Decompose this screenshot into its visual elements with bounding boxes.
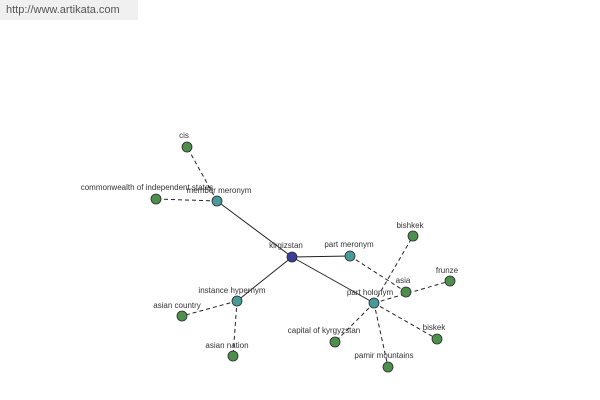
label-commonwealth: commonwealth of independent states xyxy=(81,183,214,192)
nodes xyxy=(150,141,456,373)
node-frunze[interactable] xyxy=(444,275,456,287)
label-asian-country: asian country xyxy=(153,301,201,310)
label-instance-hypernym: instance hypernym xyxy=(198,286,265,295)
node-part-holonym[interactable] xyxy=(368,297,380,309)
edge-kirgizstan-part-holonym xyxy=(291,256,375,304)
label-frunze: frunze xyxy=(436,266,459,275)
edge-part-holonym-bishkek xyxy=(373,235,414,304)
label-part-meronym: part meronym xyxy=(324,240,374,249)
node-commonwealth[interactable] xyxy=(150,193,162,205)
watermark-url: http://www.artikata.com xyxy=(0,0,138,20)
edge-instance-hypernym-asian-nation xyxy=(232,300,238,357)
node-member-meronym[interactable] xyxy=(211,195,223,207)
node-asian-country[interactable] xyxy=(176,310,188,322)
label-capital-of-kyrgyzstan: capital of kyrgyzstan xyxy=(288,326,360,335)
label-biskek: biskek xyxy=(423,323,447,332)
edge-instance-hypernym-asian-country xyxy=(181,300,238,317)
label-bishkek: bishkek xyxy=(396,221,424,230)
node-bishkek[interactable] xyxy=(407,230,419,242)
dashed-edges xyxy=(155,146,451,368)
edge-part-meronym-asia xyxy=(349,255,407,293)
label-kirgizstan: kirgizstan xyxy=(269,241,303,250)
edge-part-holonym-capital xyxy=(334,302,375,343)
label-cis: cis xyxy=(179,131,189,140)
edge-kirgizstan-part-meronym xyxy=(291,255,351,258)
labels: kirgizstan member meronym part meronym i… xyxy=(81,131,459,360)
edge-part-holonym-pamir xyxy=(373,302,389,368)
node-pamir-mountains[interactable] xyxy=(382,361,394,373)
edge-member-meronym-cis xyxy=(186,146,218,202)
node-biskek[interactable] xyxy=(431,333,443,345)
label-asian-nation: asian nation xyxy=(205,341,248,350)
solid-edges xyxy=(216,200,375,304)
node-asia[interactable] xyxy=(400,286,412,298)
node-capital-of-kyrgyzstan[interactable] xyxy=(329,336,341,348)
node-instance-hypernym[interactable] xyxy=(231,295,243,307)
node-part-meronym[interactable] xyxy=(344,250,356,262)
edge-kirgizstan-member-meronym xyxy=(216,200,293,258)
label-pamir-mountains: pamir mountains xyxy=(354,351,413,360)
label-asia: asia xyxy=(396,276,411,285)
label-part-holonym: part holonym xyxy=(347,288,394,297)
node-kirgizstan[interactable] xyxy=(286,251,298,263)
label-member-meronym: member meronym xyxy=(187,186,252,195)
node-cis[interactable] xyxy=(181,141,193,153)
edge-kirgizstan-instance-hypernym xyxy=(236,256,293,302)
edge-member-meronym-commonwealth xyxy=(155,198,218,202)
node-asian-nation[interactable] xyxy=(227,350,239,362)
edge-part-holonym-biskek xyxy=(373,302,438,340)
edge-part-holonym-frunze xyxy=(373,280,451,304)
